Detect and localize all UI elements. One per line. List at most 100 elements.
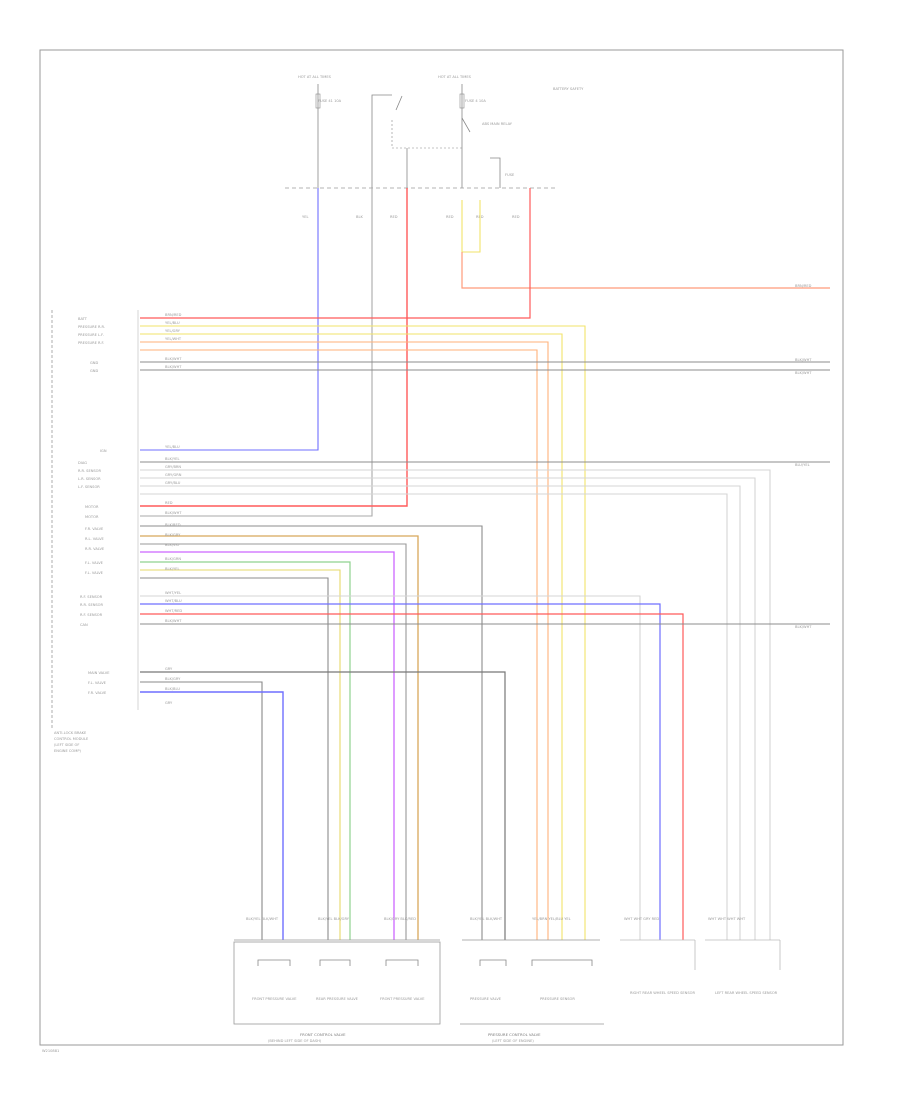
right-fuse-icon — [459, 93, 465, 109]
relay-label: ABS MAIN RELAY — [482, 122, 513, 126]
pin-pressure-rr: PRESSURE R.R. — [78, 325, 105, 329]
wire-motor-2: BLK/WHT — [165, 511, 182, 515]
wire-fr-valve-label: BLK/RED — [165, 523, 181, 527]
wire-code-c3: RED — [390, 215, 398, 219]
rr-sensor-label: RIGHT REAR WHEEL SPEED SENSOR — [630, 991, 695, 995]
pin-pressure-lf: PRESSURE L.F. — [78, 333, 104, 337]
wire-rr-sensor: GRY/BRN — [165, 465, 181, 469]
sensor-a-label: PRESSURE VALVE — [470, 997, 502, 1001]
relay-switch-b — [461, 117, 471, 133]
small-fuse-label: FUSE — [505, 173, 515, 177]
wire-valve-yellow — [140, 569, 341, 940]
wire-gnd-2: BLK/WHT — [165, 365, 182, 369]
wire-rs-blue — [140, 603, 661, 940]
wire-main-valve — [140, 671, 506, 940]
pin-can: CAN — [80, 623, 88, 627]
pin-lr-sensor: L.R. SENSOR — [78, 477, 101, 481]
wire-pressure-yellow-a — [140, 325, 586, 940]
wire-rs-1 — [140, 595, 641, 940]
offpage-labels: BRN/RED BLK/WHT BLK/WHT BLU/YEL BLK/WHT — [795, 284, 812, 629]
left-hot-label: HOT AT ALL TIMES — [298, 75, 332, 79]
module-note-4: ENGINE COMP) — [54, 749, 82, 753]
pin-motor-1: MOTOR — [85, 505, 99, 509]
relay-switch-a — [395, 95, 403, 111]
wire-bottom-4: GRY — [165, 701, 173, 705]
pin-batt: BATT — [78, 317, 88, 321]
wire-rf-sensor-2: WHT/RED — [165, 609, 182, 613]
bottom-codes-5: YEL/BRN YEL/BLU YEL — [532, 917, 571, 921]
diagram-frame — [39, 49, 844, 1046]
battery-note: BATTERY SAFETY — [553, 87, 584, 91]
front-valve-c-label: FRONT PRESSURE VALVE — [380, 997, 425, 1001]
wire-valve-brown — [140, 535, 419, 940]
front-group-label: FRONT CONTROL VALVE — [300, 1032, 346, 1037]
right-fuse-label: FUSE 4 10A — [465, 99, 486, 103]
sensor-group-label: PRESSURE CONTROL VALVE — [488, 1032, 541, 1037]
sensor-group-sub: (LEFT SIDE OF ENGINE) — [492, 1039, 534, 1043]
wire-pressure-rf: YEL/WHT — [165, 337, 182, 341]
wire-motor-red — [140, 188, 408, 507]
pin-rr-valve: R.R. VALVE — [85, 547, 105, 551]
pressure-valve-coil — [479, 959, 507, 966]
pin-rf-sensor-2: R.F. SENSOR — [80, 613, 103, 617]
front-valve-a-label: FRONT PRESSURE VALVE — [252, 997, 297, 1001]
left-fuse-icon — [315, 93, 321, 109]
wire-code-c1: YEL — [302, 215, 308, 219]
wire-pressure-lf: YEL/GRY — [165, 329, 181, 333]
stub-b: BLK/WHT — [795, 371, 812, 375]
right-hot-label: HOT AT ALL TIMES — [438, 75, 472, 79]
front-valve-c-coil — [385, 959, 419, 966]
pin-main-valve: MAIN VALVE — [88, 671, 110, 675]
wire-rf-sensor-1: WHT/YEL — [165, 591, 181, 595]
pin-rl-valve: R.L. VALVE — [85, 537, 105, 541]
module-note-3: (LEFT SIDE OF — [54, 743, 79, 747]
footer-code: W210881 — [42, 1049, 59, 1053]
wire-motor-gray — [140, 188, 373, 517]
wire-lr-sensor: GRY/GRN — [165, 473, 182, 477]
pin-lf-sensor: L.F. SENSOR — [78, 485, 100, 489]
front-valve-a-coil — [257, 959, 291, 966]
wire-can-label: BLK/WHT — [165, 619, 182, 623]
wire-valve-gray — [140, 525, 483, 940]
stub-top: BRN/RED — [795, 284, 812, 288]
wire-pressure-orange-b — [140, 349, 538, 940]
sensor-b-label: PRESSURE SENSOR — [540, 997, 575, 1001]
front-group-sub: (BEHIND LEFT SIDE OF DASH) — [268, 1039, 322, 1043]
wire-fl-valve-2: BLK/YEL — [165, 567, 180, 571]
pin-rf-sensor-1: R.F. SENSOR — [80, 595, 103, 599]
wire-right-orange — [461, 252, 830, 289]
wire-diag-label: BLK/YEL — [165, 457, 180, 461]
pin-fr-valve: F.R. VALVE — [85, 527, 104, 531]
front-valve-group-box — [233, 941, 441, 1025]
stub-d: BLK/WHT — [795, 625, 812, 629]
pin-ign: IGN — [100, 449, 107, 453]
wire-code-c2: BLK — [356, 215, 363, 219]
front-valve-b-label: REAR PRESSURE VALVE — [316, 997, 359, 1001]
bottom-codes-7: WHT WHT WHT WHT — [708, 917, 746, 921]
pin-rr-sensor-2: R.R. SENSOR — [80, 603, 104, 607]
pin-fl-valve-3: F.L. VALVE — [88, 681, 107, 685]
module-note-2: CONTROL MODULE — [54, 737, 89, 741]
wire-rr-sensor-2: WHT/BLU — [165, 599, 182, 603]
wire-valve-green — [140, 561, 351, 940]
small-fuse-wire — [490, 157, 501, 188]
wire-batt: BRN/RED — [165, 313, 182, 317]
lr-sensor-label: LEFT REAR WHEEL SPEED SENSOR — [715, 991, 778, 995]
wire-motor-1: RED — [165, 501, 173, 505]
relay-coil — [391, 120, 462, 149]
wire-pressure-orange-a — [140, 341, 549, 940]
bottom-codes-2: BLK/YEL BLK/GRY — [318, 917, 350, 921]
bottom-codes-1: BLK/YEL BLK/WHT — [246, 917, 279, 921]
bottom-codes-6: WHT WHT GRY RED — [624, 917, 659, 921]
wire-lf-sensor: GRY/BLU — [165, 481, 181, 485]
wire-sensor-1 — [140, 469, 771, 940]
wire-ign: YEL/BLU — [165, 445, 180, 449]
wire-code-c6: RED — [512, 215, 520, 219]
pin-fl-valve-1: F.L. VALVE — [85, 561, 104, 565]
left-fuse-label: FUSE 41 10A — [318, 99, 342, 103]
wire-main-valve-label: GRY — [165, 667, 173, 671]
wire-ign-blue — [140, 188, 319, 451]
abs-module: BATT BRN/RED PRESSURE R.R. YEL/BLU PRESS… — [51, 310, 182, 753]
wire-valve-gray-2 — [140, 543, 407, 940]
